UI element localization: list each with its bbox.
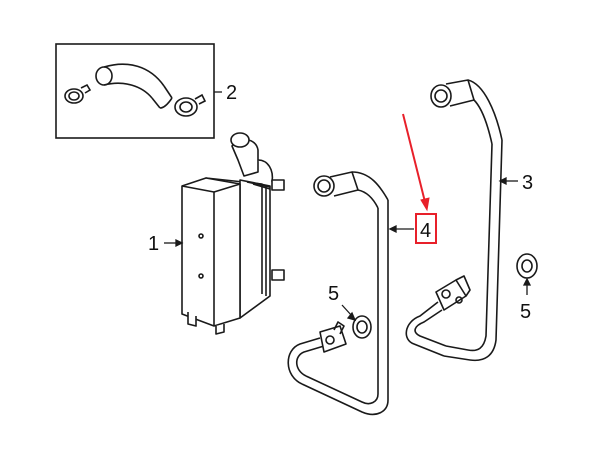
inset-box-part-2 bbox=[55, 43, 215, 139]
seal-part-5-left bbox=[352, 315, 372, 339]
leader-lines bbox=[164, 91, 532, 322]
callout-5-right: 5 bbox=[520, 301, 531, 323]
callout-5-left: 5 bbox=[328, 283, 339, 305]
clamp-left bbox=[64, 83, 92, 104]
callout-2: 2 bbox=[226, 82, 237, 104]
seal-part-5-right bbox=[516, 253, 538, 279]
highlight-box bbox=[415, 213, 437, 244]
clamp-right bbox=[174, 93, 207, 117]
callout-1: 1 bbox=[148, 233, 159, 255]
hose-segment bbox=[95, 63, 173, 109]
pipe-part-3 bbox=[405, 79, 503, 362]
oil-cooler-part-1 bbox=[181, 132, 285, 335]
highlight-arrow bbox=[402, 113, 430, 212]
callout-4: 4 bbox=[420, 220, 431, 242]
callout-3: 3 bbox=[522, 172, 533, 194]
pipe-part-4 bbox=[287, 171, 389, 416]
